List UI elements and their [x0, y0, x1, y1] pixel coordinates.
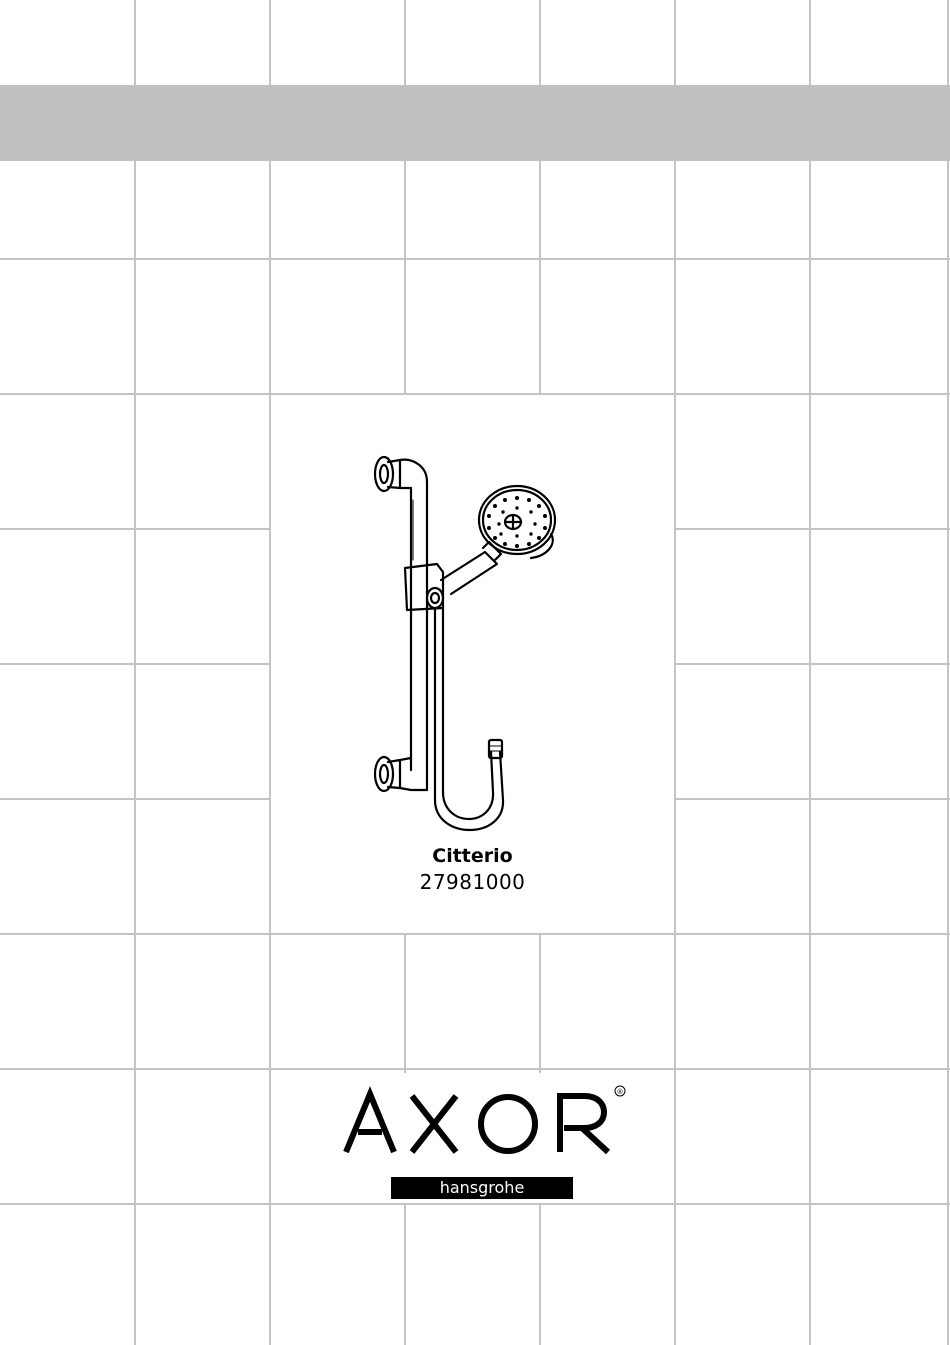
shower-rail-illustration — [355, 440, 595, 840]
product-number: 27981000 — [271, 870, 674, 894]
header-band — [0, 85, 950, 161]
axor-logo: ® — [338, 1084, 628, 1170]
hansgrohe-subbrand: hansgrohe — [391, 1177, 573, 1199]
registered-mark: ® — [617, 1088, 624, 1096]
product-name: Citterio — [271, 845, 674, 867]
